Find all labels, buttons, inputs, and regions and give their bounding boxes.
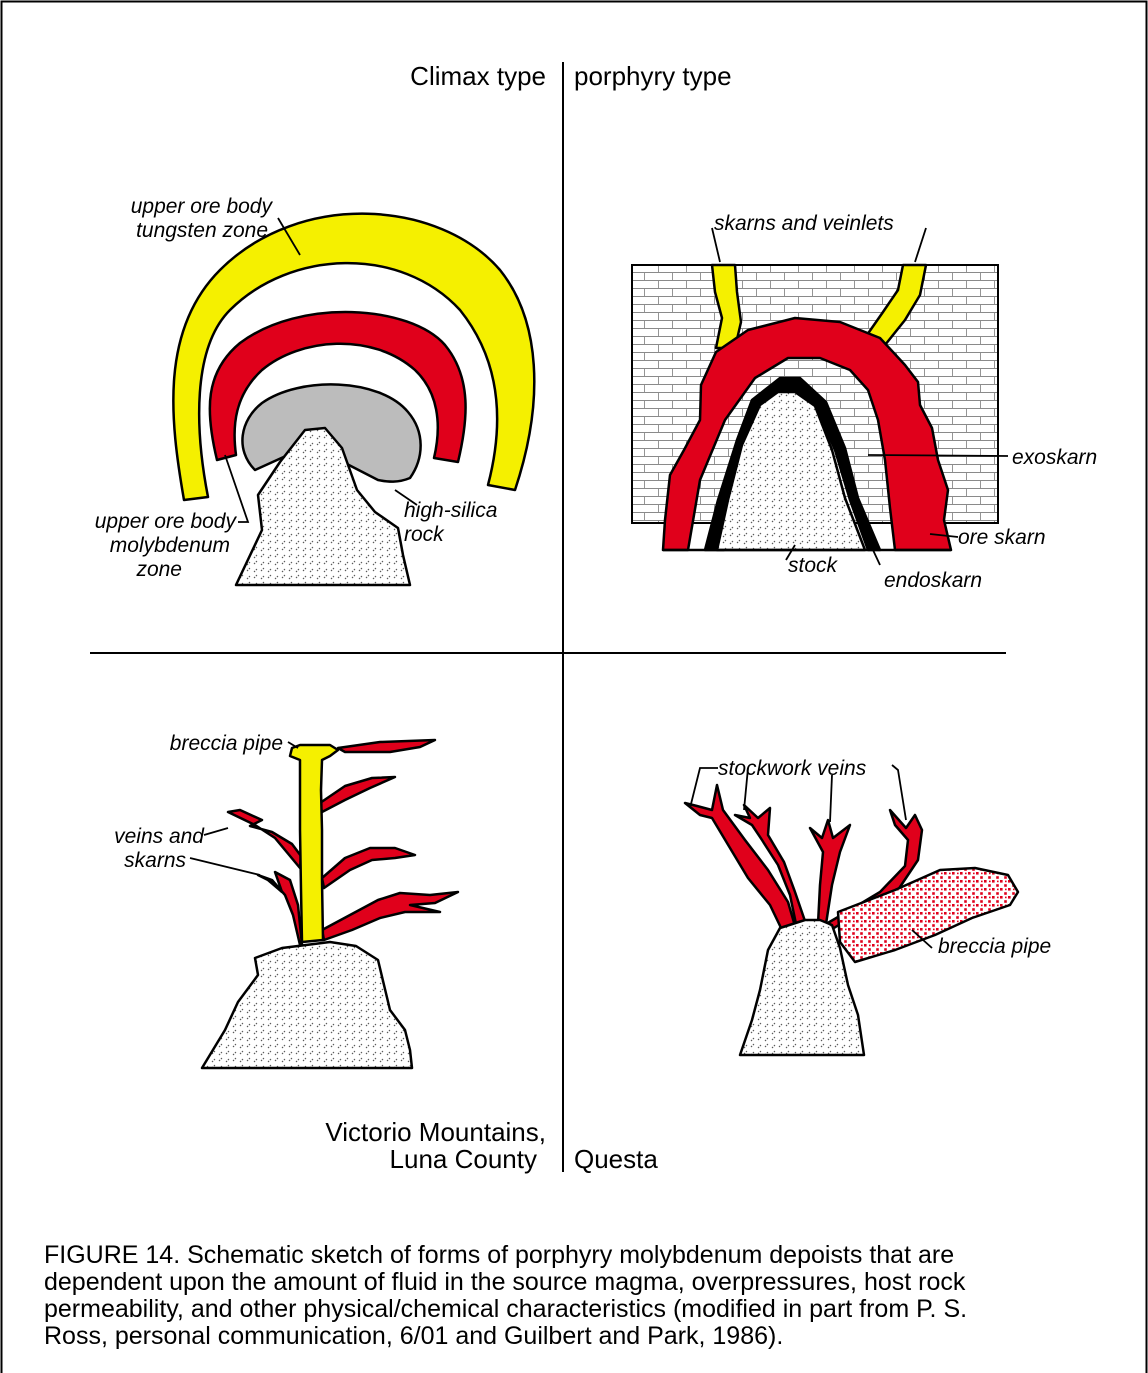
- questa-sketch: [685, 765, 1018, 1055]
- vein-top-right: [338, 740, 435, 752]
- location-victorio-1: Victorio Mountains,: [325, 1117, 546, 1147]
- label-skarns-veinlets: skarns and veinlets: [714, 212, 894, 235]
- leader-veins-1: [204, 828, 228, 835]
- label-ore-skarn: ore skarn: [958, 526, 1046, 549]
- porphyry-skarn-sketch: [632, 228, 1008, 565]
- location-questa: Questa: [574, 1144, 658, 1174]
- leader-skarns-veinlets-2: [915, 228, 926, 262]
- leader-stockwork-4: [892, 765, 906, 820]
- vein-left-lower: [258, 872, 302, 945]
- label-upper-tungsten-1: upper ore body: [131, 195, 274, 218]
- caption-line-1: FIGURE 14. Schematic sketch of forms of …: [44, 1241, 954, 1269]
- label-upper-moly-2: molybdenum: [110, 534, 230, 557]
- label-high-silica-1: high-silica: [404, 499, 497, 522]
- caption-line-4: Ross, personal communication, 6/01 and G…: [44, 1322, 783, 1350]
- victorio-sketch: [190, 740, 458, 1068]
- label-exoskarn: exoskarn: [1012, 446, 1097, 469]
- header-climax-type: Climax type: [410, 61, 546, 91]
- header-porphyry-type: porphyry type: [574, 61, 732, 91]
- label-upper-moly-3: zone: [135, 558, 182, 581]
- label-veins-skarns-1: veins and: [114, 825, 205, 848]
- label-breccia-pipe-left: breccia pipe: [170, 732, 283, 755]
- label-veins-skarns-2: skarns: [124, 849, 186, 872]
- label-upper-moly-1: upper ore body: [95, 510, 238, 533]
- leader-veins-2: [190, 858, 260, 875]
- label-endoskarn: endoskarn: [884, 569, 982, 592]
- vein-right-2: [322, 848, 415, 888]
- label-stock: stock: [788, 554, 839, 577]
- vein-left-upper: [228, 810, 301, 868]
- label-breccia-pipe-right: breccia pipe: [938, 935, 1051, 958]
- victorio-stock: [202, 942, 412, 1068]
- vein-right-3: [322, 892, 458, 940]
- leader-stockwork-3: [830, 775, 832, 822]
- leader-exoskarn: [868, 455, 1008, 456]
- caption-line-2: dependent upon the amount of fluid in th…: [44, 1268, 966, 1296]
- location-victorio-2: Luna County: [390, 1144, 537, 1174]
- label-high-silica-2: rock: [404, 523, 445, 546]
- label-stockwork-veins: stockwork veins: [718, 757, 867, 780]
- label-upper-tungsten-2: tungsten zone: [136, 219, 268, 242]
- vein-right-1: [320, 777, 395, 812]
- caption-line-3: permeability, and other physical/chemica…: [44, 1295, 967, 1323]
